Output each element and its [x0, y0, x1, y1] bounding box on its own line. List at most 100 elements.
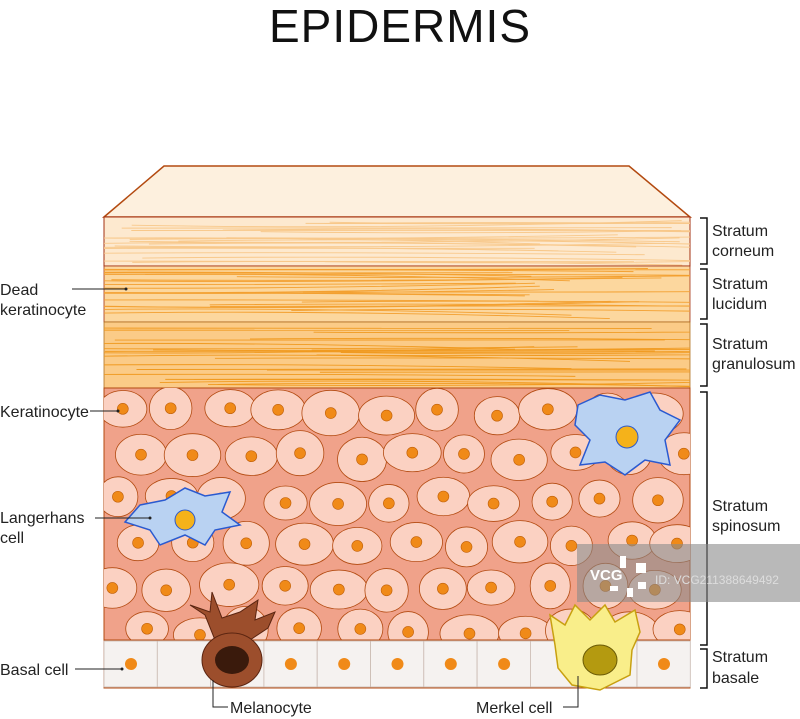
watermark-id: ID: VCG211388649492: [655, 573, 779, 587]
nucleus: [673, 623, 686, 636]
fiber-line: [340, 352, 690, 355]
fiber-line: [104, 271, 532, 277]
fiber-line: [136, 368, 687, 371]
fiber-line: [324, 222, 690, 224]
fibers: [104, 220, 690, 388]
diagram-title: EPIDERMIS: [268, 0, 532, 52]
nucleus: [485, 581, 497, 594]
label-lucidum-1: Stratum: [712, 276, 768, 293]
watermark-logo: VCG: [590, 567, 623, 584]
fiber-line: [209, 303, 690, 307]
nucleus: [284, 658, 297, 670]
nucleus: [112, 490, 124, 503]
label-granulosum-1: Stratum: [712, 336, 768, 353]
fiber-line: [214, 357, 690, 360]
fiber-line: [104, 285, 540, 294]
fiber-line: [291, 308, 690, 312]
nucleus: [380, 409, 393, 422]
nucleus: [383, 497, 395, 510]
nucleus: [593, 492, 606, 505]
nucleus: [117, 403, 129, 415]
fiber-line: [260, 230, 690, 234]
nucleus: [542, 403, 554, 416]
layer-brackets: [700, 217, 708, 689]
nucleus: [544, 580, 557, 592]
nucleus: [294, 447, 306, 459]
fiber-line: [306, 350, 690, 353]
nucleus: [519, 627, 532, 640]
fiber-line: [236, 275, 690, 278]
fiber-line: [104, 350, 655, 352]
nucleus: [678, 447, 690, 460]
nucleus: [324, 407, 337, 419]
nucleus: [463, 627, 476, 640]
fiber-line: [104, 299, 539, 302]
nucleus: [356, 453, 368, 466]
fiber-line: [316, 354, 690, 356]
label-keratinocyte: Keratinocyte: [0, 404, 89, 421]
label-melanocyte: Melanocyte: [230, 700, 312, 717]
nucleus: [332, 498, 344, 510]
fiber-line: [121, 227, 672, 229]
nucleus: [391, 658, 404, 670]
fiber-line: [104, 364, 572, 370]
nucleus: [380, 584, 393, 597]
fiber-line: [301, 300, 690, 303]
langerhans-cell: [123, 391, 682, 546]
basal-cell: [156, 640, 212, 688]
fiber-line: [104, 260, 634, 263]
nucleus: [194, 629, 206, 640]
fiber-line: [104, 342, 516, 350]
fiber-line: [251, 228, 690, 232]
label-basale-2: basale: [712, 670, 759, 687]
fiber-line: [104, 354, 630, 362]
nucleus: [431, 403, 443, 416]
label-langerhans-2: cell: [0, 530, 24, 547]
fiber-line: [104, 311, 610, 320]
fiber-line: [129, 238, 680, 243]
fiber-line: [104, 277, 623, 282]
fiber-line: [313, 331, 690, 334]
nucleus: [240, 537, 253, 550]
fiber-line: [324, 261, 690, 264]
label-merkel-cell: Merkel cell: [476, 700, 552, 717]
nucleus: [546, 495, 558, 508]
watermark: VCG ID: VCG211388649492: [577, 544, 800, 602]
nucleus: [652, 494, 664, 507]
left-labels: Dead keratinocyte Keratinocyte Langerhan…: [0, 282, 152, 679]
bottom-labels: Melanocyte Merkel cell: [212, 676, 579, 717]
nucleus: [245, 450, 258, 463]
nucleus: [437, 490, 450, 503]
nucleus: [125, 658, 137, 670]
keratinocyte: [104, 567, 138, 609]
label-basal-cell: Basal cell: [0, 662, 68, 679]
nucleus: [224, 402, 237, 415]
nucleus: [164, 402, 177, 415]
nucleus: [410, 536, 423, 548]
fiber-line: [256, 268, 690, 271]
nucleus: [487, 497, 500, 510]
fiber-line: [104, 282, 535, 289]
nucleus: [351, 540, 364, 552]
fiber-line: [104, 346, 535, 354]
fiber-line: [104, 252, 645, 256]
label-spinosum-1: Stratum: [712, 498, 768, 515]
keratinocyte: [387, 611, 429, 640]
merkel-cell: [548, 603, 641, 691]
fiber-line: [104, 282, 516, 285]
nucleus: [293, 622, 305, 634]
label-dead-keratinocyte-1: Dead: [0, 282, 38, 299]
fiber-line: [104, 308, 572, 316]
nucleus: [272, 404, 284, 416]
fiber-line: [249, 337, 690, 341]
label-granulosum-2: granulosum: [712, 356, 796, 373]
nucleus: [565, 540, 578, 552]
nucleus: [223, 578, 235, 591]
fiber-line: [193, 378, 690, 381]
fiber-line: [153, 347, 690, 352]
nucleus: [279, 580, 291, 592]
label-corneum-2: corneum: [712, 243, 774, 260]
top-surface: [101, 165, 693, 218]
fiber-line: [104, 301, 640, 308]
